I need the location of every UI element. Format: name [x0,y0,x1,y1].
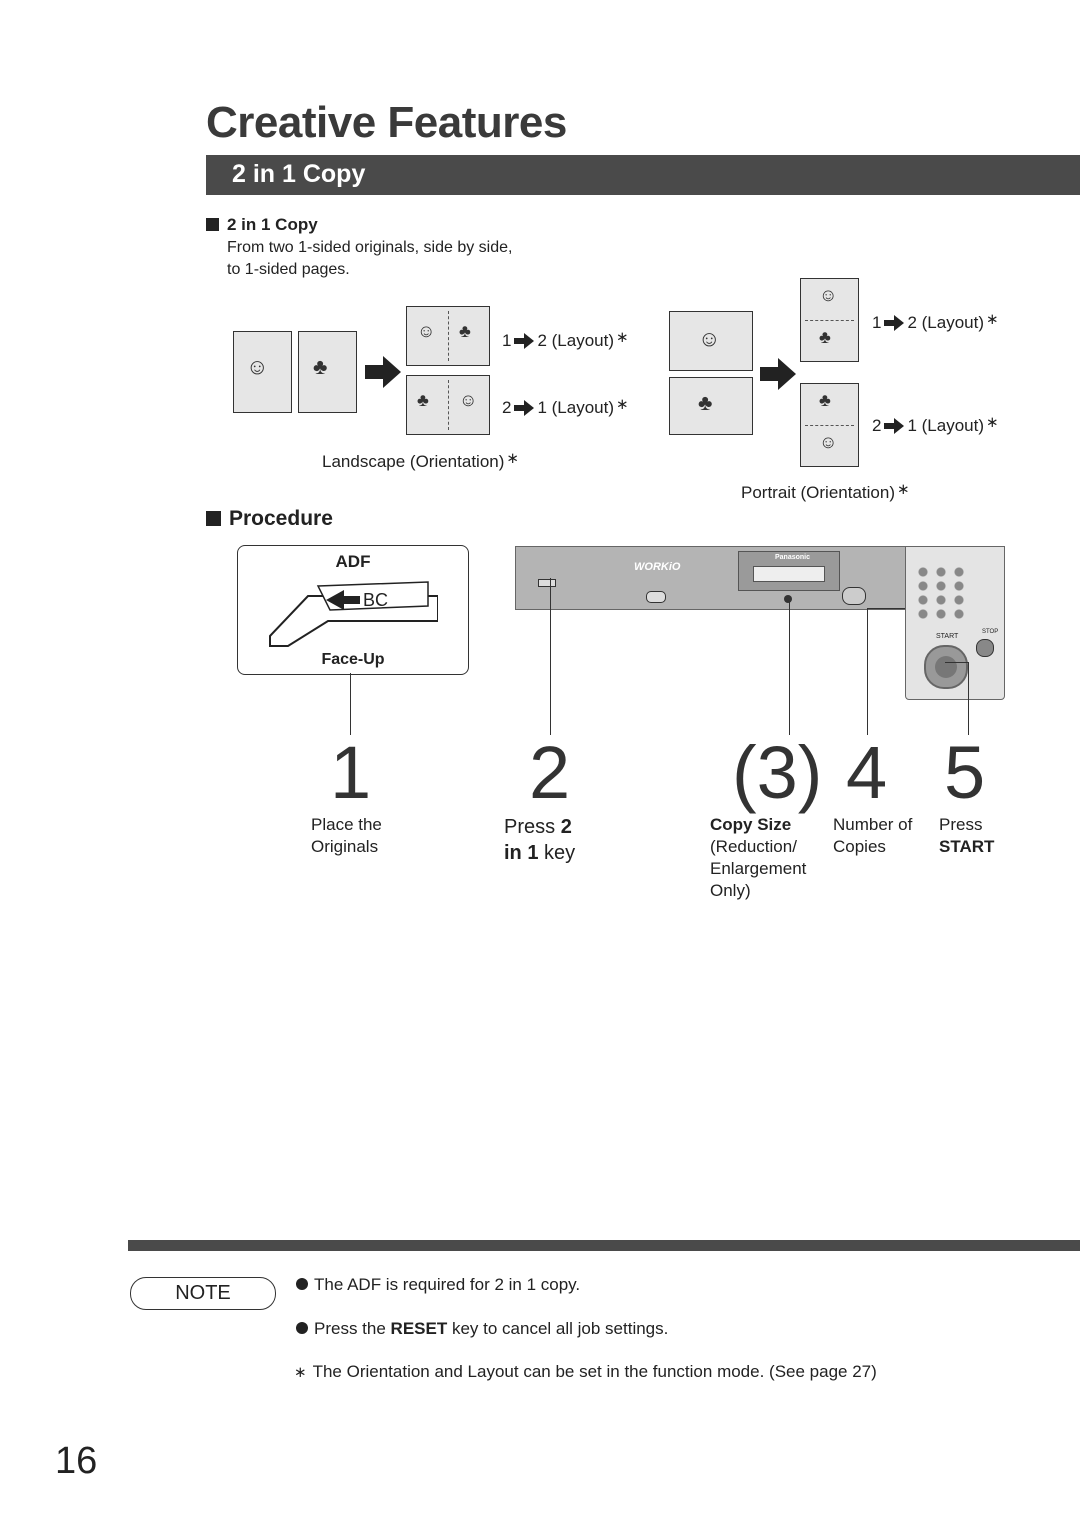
square-bullet-icon [206,511,221,526]
subsection-description: From two 1-sided originals, side by side… [227,239,513,278]
adf-label: ADF [335,552,371,571]
cat-figure-icon: ♣ [417,390,429,410]
subsection-heading: 2 in 1 Copy [206,215,318,235]
cat-figure-icon: ♣ [819,327,831,347]
page-title: Creative Features [206,98,567,147]
cat-figure-icon: ♣ [313,354,328,379]
output-page-1-2: ☺ ♣ [800,278,859,362]
numeric-keys[interactable] [914,565,968,621]
subsection-heading-label: 2 in 1 Copy [227,215,318,234]
step-1-number: 1 [330,731,372,814]
cat-figure-icon: ♣ [819,390,831,410]
step-4-number: 4 [846,731,888,814]
adf-tray-drawing: BC [269,581,438,647]
copy-size-key[interactable] [784,595,792,603]
arrow-right-icon [514,400,535,416]
panel-product-logo: WORKiO [634,561,681,573]
control-panel: WORKiO Panasonic [515,546,907,610]
note-separator [128,1240,1080,1251]
function-key[interactable] [646,591,666,603]
arrow-right-icon [514,333,535,349]
arrow-right-icon [884,315,905,331]
bullet-icon [296,1278,308,1290]
selector-dial[interactable] [842,587,866,605]
bullet-icon [296,1322,308,1334]
stop-button[interactable] [976,639,994,657]
output-page-1-2: ☺ ♣ [406,306,490,366]
leader-line-4 [867,608,868,735]
note-item-2: Press the RESET key to cancel all job se… [296,1319,668,1339]
boy-figure-icon: ☺ [819,432,838,452]
adf-illustration: ADF BC Face-Up [237,545,469,675]
right-arrow-icon [365,356,401,388]
leader-line-3 [789,600,790,735]
portrait-caption: Portrait (Orientation)∗ [741,481,910,502]
note-footnote: ∗The Orientation and Layout can be set i… [294,1362,877,1381]
original-page-2: ♣ [298,331,357,413]
leader-line-5-top [945,662,968,663]
keypad: START STOP [905,546,1005,700]
start-button[interactable] [924,645,968,689]
right-arrow-icon [760,358,796,390]
original-page-1: ☺ [669,311,753,371]
boy-figure-icon: ☺ [698,326,721,351]
panel-brand: Panasonic [775,554,811,561]
boy-figure-icon: ☺ [246,354,269,379]
step-3-description: Copy Size (Reduction/ Enlargement Only) [710,815,807,900]
boy-figure-icon: ☺ [459,390,478,410]
leader-line-1 [350,673,351,735]
procedure-heading: Procedure [206,507,333,531]
output-page-2-1: ♣ ☺ [800,383,859,467]
original-page-2: ♣ [669,377,753,435]
adf-sheet-text: BC [363,590,388,610]
start-inner-circle [935,656,957,678]
page-number: 16 [55,1440,98,1482]
step-3-number: (3) [732,731,823,814]
step-2-number: 2 [529,731,571,814]
stop-label: STOP [982,629,999,635]
step-5-number: 5 [944,731,986,814]
leader-line-5 [968,662,969,735]
original-page-1: ☺ [233,331,292,413]
cat-figure-icon: ♣ [698,390,713,415]
arrow-right-icon [884,418,905,434]
leader-line-4-top [867,608,905,609]
leader-line-2 [550,578,551,735]
boy-figure-icon: ☺ [417,321,436,341]
boy-figure-icon: ☺ [819,285,838,305]
2in1-key[interactable] [538,579,556,587]
landscape-caption: Landscape (Orientation)∗ [322,450,519,471]
output-page-2-1: ♣ ☺ [406,375,490,435]
section-banner-label: 2 in 1 Copy [232,160,366,188]
start-label: START [936,633,959,640]
note-label: NOTE [130,1277,276,1310]
face-up-label: Face-Up [321,651,385,668]
square-bullet-icon [206,218,219,231]
panel-lcd [753,566,825,582]
cat-figure-icon: ♣ [459,321,471,341]
panel-display: Panasonic [738,551,840,591]
note-item-1: The ADF is required for 2 in 1 copy. [296,1275,580,1295]
section-banner: 2 in 1 Copy [206,155,1080,195]
step-2-description: Press 2 in 1 key [504,816,576,864]
